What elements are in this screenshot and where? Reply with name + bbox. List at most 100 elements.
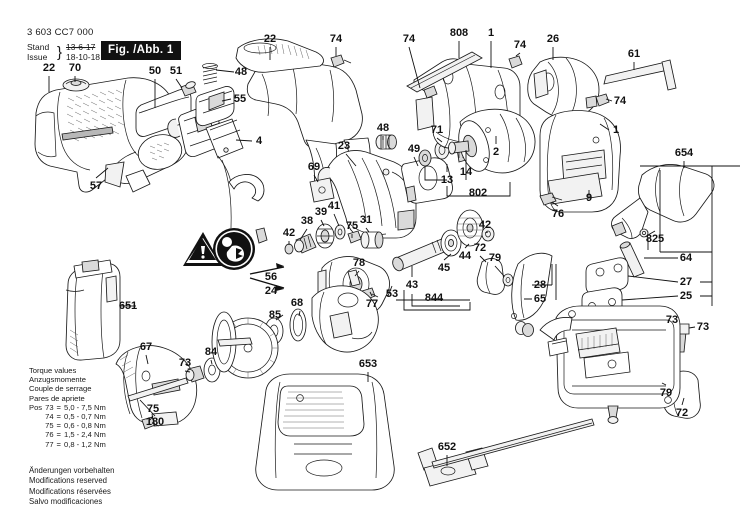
torque-pos: 75	[45, 421, 54, 431]
stand-issue-labels: Stand Issue	[27, 42, 50, 62]
torque-title-de: Anzugsmomente	[29, 375, 86, 385]
callout-808: 808	[449, 27, 469, 39]
part-84-washer	[203, 357, 221, 383]
notice-fr: Modifications réservées	[29, 486, 111, 496]
callout-73: 73	[696, 321, 710, 333]
part-26-end-cap	[527, 56, 600, 119]
callout-76: 76	[551, 208, 565, 220]
callout-72: 72	[473, 242, 487, 254]
part-70-cap	[62, 78, 90, 92]
part-41-washer	[334, 224, 346, 240]
part-31-bushing	[360, 231, 384, 249]
callout-42: 42	[282, 227, 296, 239]
callout-61: 61	[627, 48, 641, 60]
part-69-plate	[309, 177, 335, 203]
notice-de: Änderungen vorbehalten	[29, 466, 115, 475]
part-85-washer	[264, 317, 284, 345]
callout-48: 48	[376, 122, 390, 134]
torque-title-en: Torque values	[29, 366, 77, 375]
table-row: 76 = 1,5 - 2,4 Nm	[29, 430, 106, 439]
callout-23: 23	[337, 140, 351, 152]
callout-45: 45	[437, 262, 451, 274]
torque-eq: =	[56, 402, 61, 412]
callout-825: 825	[645, 233, 665, 245]
part-39-gear	[315, 223, 335, 249]
bracket-lines	[396, 166, 713, 307]
part-71-washer	[434, 140, 450, 160]
callout-49: 49	[407, 143, 421, 155]
callout-74: 74	[613, 95, 627, 107]
callout-84: 84	[204, 346, 218, 358]
callout-74: 74	[513, 39, 527, 51]
callout-13: 13	[440, 174, 454, 186]
part-79-washer-mid	[502, 273, 514, 287]
callout-73: 73	[665, 314, 679, 326]
torque-value: 1,5 - 2,4 Nm	[63, 430, 106, 440]
part-48-spring-left	[202, 63, 218, 85]
part-653-charger	[255, 373, 395, 491]
callout-71: 71	[430, 124, 444, 136]
callout-48: 48	[234, 66, 248, 78]
callout-1: 1	[612, 124, 620, 136]
date-block: 13-6-17 18-10-18	[66, 42, 101, 62]
callout-654: 654	[674, 147, 694, 159]
callout-75: 75	[146, 403, 160, 415]
torque-pos: 77	[45, 439, 54, 449]
notice-es: Salvo modificaciones	[29, 497, 103, 507]
torque-pos: 76	[45, 430, 54, 440]
part-base-plate	[539, 305, 681, 424]
callout-69: 69	[307, 161, 321, 173]
callout-79: 79	[488, 252, 502, 264]
callout-57: 57	[89, 180, 103, 192]
torque-eq: =	[56, 430, 61, 440]
brace-glyph: }	[57, 44, 63, 61]
callout-4: 4	[255, 135, 263, 147]
callout-652: 652	[437, 441, 457, 453]
callout-79: 79	[659, 387, 673, 399]
part-22-upper-handle	[235, 38, 371, 191]
part-75-screw-a	[347, 230, 362, 244]
torque-pos: 74	[45, 412, 54, 422]
part-38-shaft	[294, 233, 317, 254]
callout-14: 14	[459, 166, 473, 178]
callout-68: 68	[290, 297, 304, 309]
part-42-nut-a	[284, 243, 294, 255]
callout-56: 56	[264, 271, 278, 283]
callout-74: 74	[329, 33, 343, 45]
part-2-motor	[448, 108, 536, 174]
part-74-screw-d	[595, 93, 610, 107]
part-78-pin	[347, 269, 361, 287]
part-64-roller	[619, 241, 645, 278]
part-14-pinion	[455, 137, 487, 163]
callout-55: 55	[233, 93, 247, 105]
callout-43: 43	[405, 279, 419, 291]
torque-eq: =	[56, 412, 61, 422]
part-74-screw-a	[330, 54, 352, 68]
issue-date: 18-10-18	[66, 51, 101, 62]
callout-77: 77	[365, 298, 379, 310]
torque-value: 0,5 - 0,7 Nm	[63, 412, 106, 422]
part-65-bushing	[515, 321, 534, 337]
part-76-screw	[539, 192, 563, 206]
part-13-washer	[418, 149, 432, 167]
callout-22: 22	[42, 62, 56, 74]
eye-protection-icon	[213, 228, 255, 270]
saw-blade-small	[211, 311, 237, 373]
part-27-bracket	[581, 257, 629, 321]
stand-label: Stand	[27, 42, 50, 52]
callout-844: 844	[424, 292, 444, 304]
torque-eq: =	[56, 421, 61, 431]
callout-42: 42	[478, 219, 492, 231]
stand-date-superseded: 13-6-17	[66, 42, 96, 52]
saw-blade-large	[217, 317, 279, 379]
torque-value: 0,6 - 0,8 Nm	[63, 421, 106, 431]
torque-title-fr: Couple de serrage	[29, 384, 92, 394]
callout-31: 31	[359, 214, 373, 226]
callout-64: 64	[679, 252, 693, 264]
torque-values-table: Torque values Anzugsmomente Couple de se…	[29, 366, 106, 449]
callout-65: 65	[533, 293, 547, 305]
torque-title-es: Pares de apriete	[29, 393, 85, 403]
modifications-notice: Änderungen vorbehalten Modifications res…	[29, 466, 114, 508]
callout-2: 2	[492, 146, 500, 158]
pos-label: Pos	[29, 402, 43, 412]
